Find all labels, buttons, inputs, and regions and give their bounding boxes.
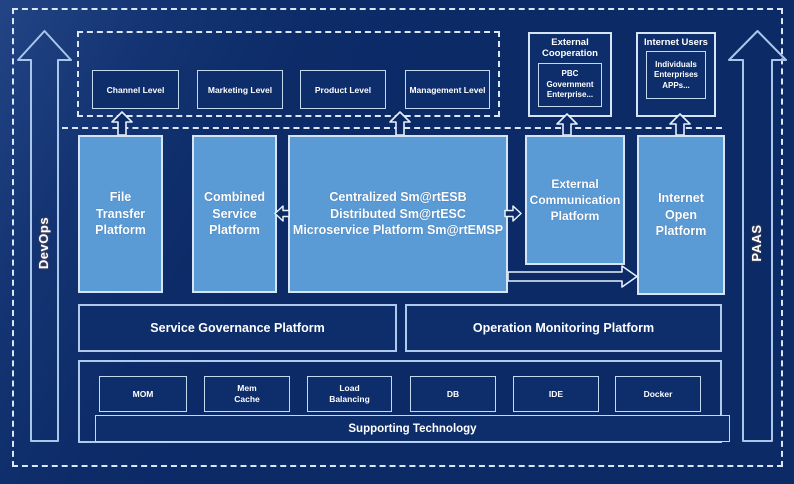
dashed-separator-line [62,127,722,129]
tech-box-mem-cache: Mem Cache [204,376,290,412]
file-transfer-platform-box: File Transfer Platform [78,135,163,293]
supporting-technology-container: MOM Mem Cache Load Balancing DB IDE Dock… [78,360,730,443]
external-cooperation-box: External Cooperation PBC Government Ente… [528,32,612,117]
internet-users-content: Individuals Enterprises APPs... [646,51,706,100]
devops-label: DevOps [36,216,51,270]
internet-open-platform-box: Internet Open Platform [637,135,725,295]
tech-label: Load Balancing [329,383,370,404]
up-arrow-icon [111,111,133,136]
governance-label: Service Governance Platform [150,321,325,335]
operation-monitoring-platform-box: Operation Monitoring Platform [405,304,722,352]
supporting-technology-bar: Supporting Technology [95,415,730,442]
up-arrow-icon [669,113,691,136]
platform-label: File Transfer Platform [95,189,146,238]
tech-box-load-balancing: Load Balancing [307,376,392,412]
tech-label: MOM [132,388,154,399]
external-cooperation-title: External Cooperation [542,37,598,60]
up-arrow-icon [389,111,411,136]
external-communication-platform-box: External Communication Platform [525,135,625,265]
paas-label: PAAS [749,224,764,262]
tech-box-mom: MOM [99,376,187,412]
tech-box-db: DB [410,376,496,412]
internet-users-box: Internet Users Individuals Enterprises A… [636,32,716,117]
tech-label: Mem Cache [234,383,260,404]
tech-label: DB [446,388,460,399]
platform-label: Combined Service Platform [203,189,266,238]
governance-label: Operation Monitoring Platform [472,321,655,335]
level-label: Channel Level [106,84,165,95]
service-governance-platform-box: Service Governance Platform [78,304,397,352]
up-arrow-icon [556,113,578,136]
level-box-product: Product Level [300,70,386,109]
platform-label: Internet Open Platform [655,190,707,239]
tech-box-ide: IDE [513,376,599,412]
devops-up-arrow-icon [17,30,72,442]
supporting-technology-label: Supporting Technology [348,422,477,435]
level-label: Management Level [409,84,486,95]
flow-right-arrow-icon [508,265,638,288]
internet-users-title: Internet Users [644,37,708,48]
platform-label: External Communication Platform [529,176,621,224]
level-box-channel: Channel Level [92,70,179,109]
external-cooperation-content: PBC Government Enterprise... [538,62,602,107]
tech-box-docker: Docker [615,376,701,412]
tech-label: IDE [548,388,564,399]
level-label: Marketing Level [207,84,273,95]
platform-label: Centralized Sm@rtESB Distributed Sm@rtES… [292,189,504,238]
right-arrow-icon [504,205,522,222]
level-label: Product Level [314,84,372,95]
left-arrow-icon [274,205,290,222]
tech-label: Docker [643,388,673,399]
level-box-marketing: Marketing Level [197,70,283,109]
outer-dashed-frame [12,8,783,467]
paas-up-arrow-icon [728,30,787,442]
level-box-management: Management Level [405,70,490,109]
combined-service-platform-box: Combined Service Platform [192,135,277,293]
esb-platform-box: Centralized Sm@rtESB Distributed Sm@rtES… [288,135,508,293]
levels-container: Channel Level Marketing Level Product Le… [77,31,500,117]
